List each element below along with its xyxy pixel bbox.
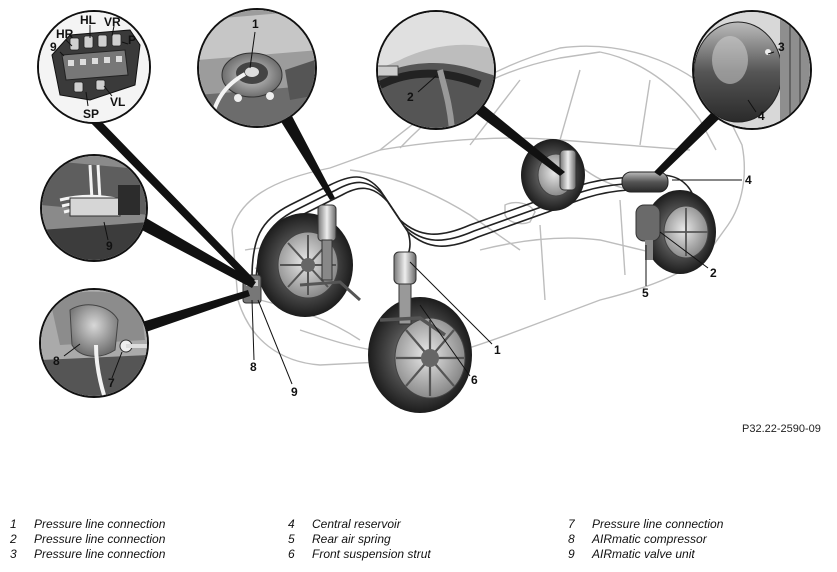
callout-9-inset: 9 (106, 239, 113, 253)
valve-label-hl: HL (80, 13, 96, 27)
callout-1-inset: 1 (252, 17, 259, 31)
inset-valve-mounted (40, 154, 148, 262)
callout-3: 3 (778, 40, 785, 54)
front-left-strut (299, 204, 362, 302)
callout-4-inset: 4 (758, 109, 765, 123)
callout-9: 9 (291, 385, 298, 399)
callout-numbers: 1 1 2 2 3 4 4 5 6 7 8 8 9 9 (53, 17, 785, 399)
valve-label-hr: HR (56, 27, 74, 41)
callout-4: 4 (745, 173, 752, 187)
callout-7: 7 (108, 376, 115, 390)
valve-label-vr: VR (104, 15, 121, 29)
valve-label-vl: VL (110, 95, 125, 109)
valve-label-p: P (128, 33, 136, 47)
callout-2-inset: 2 (407, 90, 414, 104)
rear-air-spring (635, 204, 661, 260)
inset-strut-top (197, 8, 317, 128)
front-left-wheel (257, 213, 353, 317)
callout-5: 5 (642, 286, 649, 300)
inset-leaders (88, 104, 720, 332)
front-right-wheel (368, 297, 472, 413)
inset-reservoir (692, 10, 812, 130)
callout-2: 2 (710, 266, 717, 280)
callout-leaders (251, 179, 742, 385)
valve-label-9: 9 (50, 40, 57, 54)
reference-code: P32.22-2590-09 (742, 423, 821, 435)
airmatic-diagram: HL VR HR P 9 VL SP (37, 8, 812, 413)
rear-right-wheel (644, 190, 716, 274)
central-reservoir (621, 171, 669, 193)
valve-label-sp: SP (83, 107, 99, 121)
callout-8-inset: 8 (53, 354, 60, 368)
callout-6: 6 (471, 373, 478, 387)
callout-8: 8 (250, 360, 257, 374)
inset-valve-unit: HL VR HR P 9 VL SP (37, 10, 151, 124)
inset-compressor (39, 288, 149, 398)
inset-rear-air-spring (376, 10, 496, 130)
callout-1: 1 (494, 343, 501, 357)
